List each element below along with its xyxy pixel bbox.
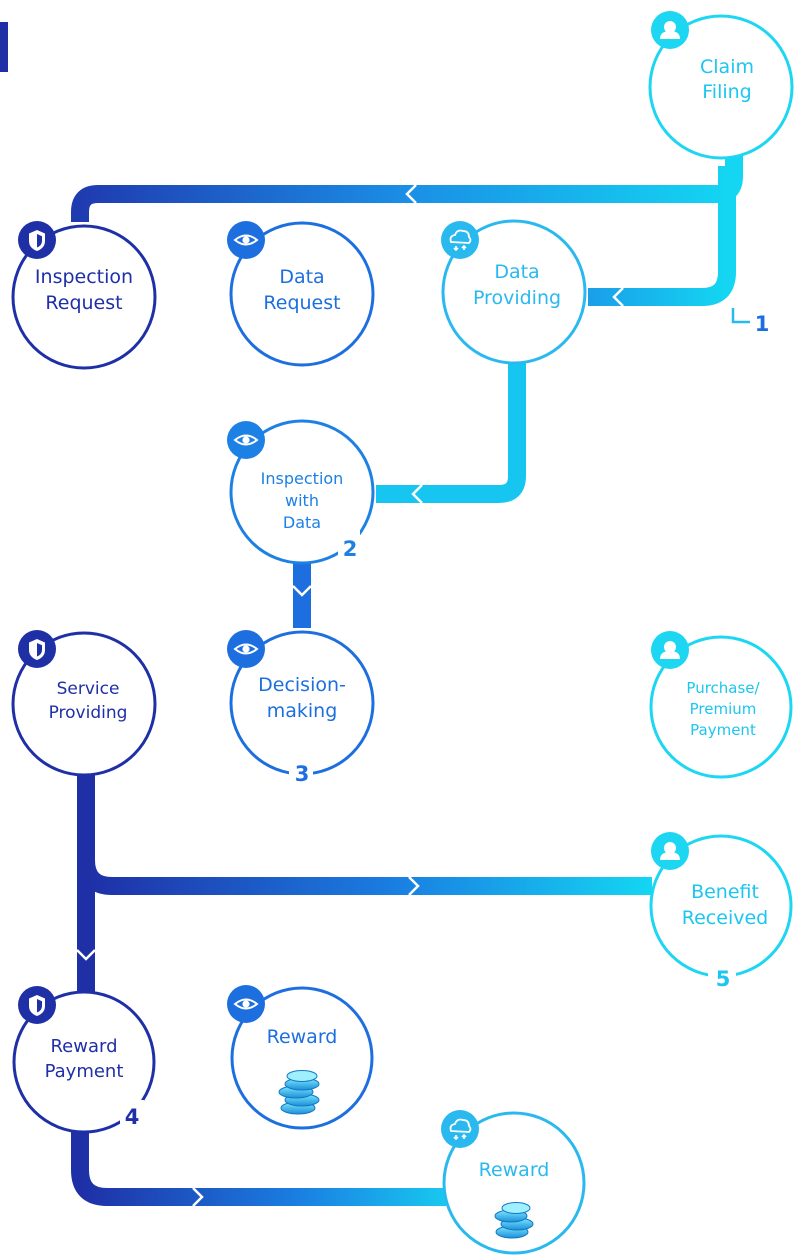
coin-stack-icon [494,1202,534,1239]
connector-reward-payment-to-reward-2 [71,1112,446,1206]
step-number-2: 2 [343,537,358,561]
step-marker-3: 3 [289,757,313,787]
connector-claim-to-inspection [71,150,743,222]
node-inspection-request-line2: Request [45,292,122,314]
eye-icon [227,421,265,459]
step-marker-2: 2 [338,530,360,561]
node-reward-2-label: Reward [479,1159,550,1181]
node-reward-payment-line1: Reward [50,1036,117,1057]
cloud-sync-icon [441,221,479,259]
node-service-providing-line1: Service [57,679,120,699]
chevron-right-icon [405,287,417,307]
chevron-down-icon [292,585,312,597]
step-number-1: 1 [755,312,770,336]
node-benefit-received-line1: Benefit [691,881,759,903]
shield-icon [18,630,56,668]
user-icon [651,11,689,49]
chevron-right-icon [192,1187,204,1207]
arrow-chevrons [76,184,624,1207]
node-inspection-with-data-line2: with [285,491,319,510]
node-inspection-with-data-line1: Inspection [261,469,344,488]
node-purchase-line3: Payment [690,721,756,739]
user-icon [651,631,689,669]
node-reward: Reward [230,986,374,1130]
step-number-5: 5 [716,967,731,991]
node-data-request: Data Request [229,221,375,367]
node-decision-making-line1: Decision- [258,674,346,696]
chevron-right-icon [194,287,206,307]
chevron-left-icon [612,287,624,307]
eye-icon [227,630,265,668]
node-reward-payment-line2: Payment [45,1061,124,1082]
connector-service-to-benefit [77,859,652,895]
node-inspection-with-data: Inspection with Data [229,419,375,565]
node-benefit-received-line2: Received [682,907,768,929]
cloud-sync-icon [441,1110,479,1148]
chevron-left-icon [405,184,417,204]
node-claim-filing: Claim Filing [648,14,794,160]
chevron-right-icon [408,876,420,896]
node-decision-making: Decision- making [229,630,375,776]
node-claim-filing-line1: Claim [700,56,754,78]
eye-icon [227,221,265,259]
step-marker-1: 1 [731,308,770,336]
node-purchase-line1: Purchase/ [686,679,760,697]
chevron-down-icon [76,949,96,961]
corner-mark [0,22,8,72]
chevron-left-icon [411,484,423,504]
node-data-providing-line2: Providing [473,287,561,309]
node-purchase-line2: Premium [690,700,757,718]
chevron-right-icon [195,1050,207,1070]
node-inspection-request: Inspection Request [11,224,157,370]
chevron-right-icon [515,700,527,720]
node-reward-payment: Reward Payment [12,990,156,1134]
step-marker-5: 5 [708,962,736,991]
node-purchase-premium-payment: Purchase/ Premium Payment [649,635,793,779]
connector-data-providing-to-inspection-with-data [376,362,526,503]
step-number-3: 3 [295,762,310,786]
node-decision-making-line2: making [267,700,338,722]
chevron-left-icon [193,700,205,720]
coin-stack-icon [278,1070,320,1115]
node-reward-2: Reward [442,1111,586,1255]
connector-claim-to-data-providing [588,166,736,306]
node-inspection-request-line1: Inspection [35,266,133,288]
node-inspection-with-data-line3: Data [283,513,321,532]
node-service-providing: Service Providing [11,631,157,777]
eye-icon [227,985,265,1023]
node-data-providing-line1: Data [494,261,539,283]
step-number-4: 4 [125,1105,140,1129]
connectors [71,150,743,1206]
node-reward-label: Reward [267,1026,338,1048]
node-claim-filing-line2: Filing [702,81,752,103]
user-icon [651,832,689,870]
node-benefit-received: Benefit Received [649,834,793,978]
node-data-request-line1: Data [279,266,324,288]
node-data-providing: Data Providing [441,219,587,365]
shield-icon [18,221,56,259]
shield-icon [18,986,56,1024]
node-data-request-line2: Request [263,292,340,314]
step-marker-4: 4 [120,1100,144,1129]
node-service-providing-line2: Providing [49,703,128,723]
